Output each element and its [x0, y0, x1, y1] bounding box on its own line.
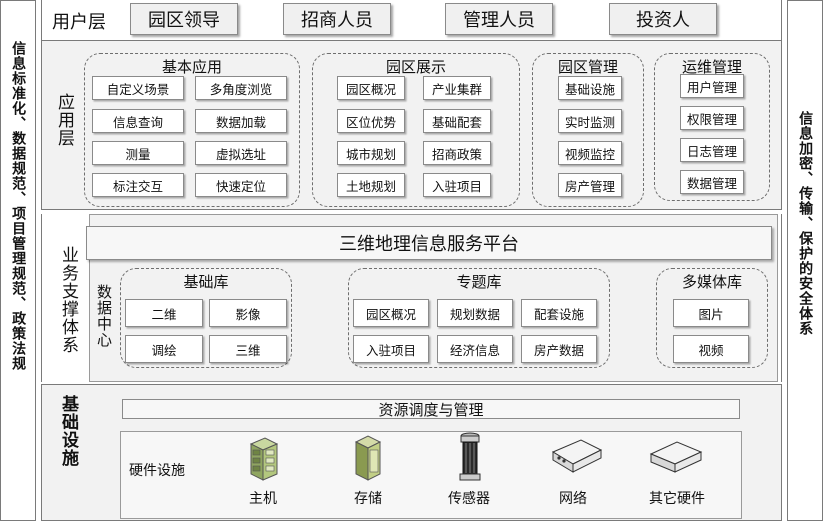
role-manager: 管理人员 — [445, 3, 553, 35]
data-center-label: 数据中心 — [95, 284, 113, 348]
role-investor: 投资人 — [609, 3, 717, 35]
app-layer: 应用层 基本应用 自定义场景 多角度浏览 信息查询 数据加载 测量 虚拟选址 标… — [41, 40, 782, 210]
group-basic-apps-title: 基本应用 — [161, 58, 222, 76]
app-button[interactable]: 虚拟选址 — [195, 141, 287, 165]
db-item[interactable]: 影像 — [209, 299, 287, 327]
server-icon — [249, 437, 279, 481]
hardware-title: 硬件设施 — [129, 463, 185, 479]
app-button[interactable]: 数据管理 — [680, 170, 744, 194]
db-item[interactable]: 园区概况 — [353, 299, 429, 327]
group-thematic-library: 专题库 园区概况 规划数据 配套设施 入驻项目 经济信息 房产数据 — [348, 268, 610, 368]
platform-bar: 三维地理信息服务平台 — [86, 226, 772, 260]
app-button[interactable]: 信息查询 — [92, 109, 184, 133]
app-button[interactable]: 园区概况 — [337, 76, 405, 100]
group-ops-management: 运维管理 用户管理 权限管理 日志管理 数据管理 — [654, 53, 770, 201]
app-button[interactable]: 权限管理 — [680, 106, 744, 130]
db-item[interactable]: 三维 — [209, 335, 287, 363]
role-investment-staff: 招商人员 — [283, 3, 391, 35]
hardware-label: 网络 — [559, 491, 587, 507]
support-layer-title: 业务支撑体系 — [58, 246, 78, 354]
user-layer: 用户层 园区领导 招商人员 管理人员 投资人 — [41, 0, 782, 40]
sensor-icon — [459, 432, 481, 481]
app-button[interactable]: 入驻项目 — [423, 173, 491, 197]
app-button[interactable]: 基础设施 — [558, 76, 622, 100]
storage-icon — [354, 435, 382, 481]
db-item[interactable]: 入驻项目 — [353, 335, 429, 363]
db-item[interactable]: 房产数据 — [521, 335, 597, 363]
left-sidebar-text: 信息标准化、数据规范、项目管理规范、政策法规 — [10, 41, 27, 371]
group-multimedia-library-title: 多媒体库 — [681, 273, 742, 291]
db-item[interactable]: 视频 — [673, 335, 749, 363]
app-layer-title: 应用层 — [54, 93, 74, 147]
db-item[interactable]: 调绘 — [125, 335, 203, 363]
network-icon — [551, 439, 603, 473]
app-button[interactable]: 土地规划 — [337, 173, 405, 197]
infra-layer-title: 基础设施 — [58, 395, 78, 467]
group-thematic-library-title: 专题库 — [456, 273, 502, 291]
app-button[interactable]: 自定义场景 — [92, 76, 184, 100]
hardware-label: 存储 — [354, 491, 382, 507]
db-item[interactable]: 配套设施 — [521, 299, 597, 327]
app-button[interactable]: 快速定位 — [195, 173, 287, 197]
hardware-label: 其它硬件 — [649, 491, 705, 507]
resource-bar: 资源调度与管理 — [122, 399, 740, 419]
group-park-display: 园区展示 园区概况 产业集群 区位优势 基础配套 城市规划 招商政策 土地规划 … — [312, 53, 520, 207]
app-button[interactable]: 招商政策 — [423, 141, 491, 165]
app-button[interactable]: 房产管理 — [558, 173, 622, 197]
group-park-management-title: 园区管理 — [557, 58, 618, 76]
app-button[interactable]: 区位优势 — [337, 109, 405, 133]
app-button[interactable]: 实时监测 — [558, 109, 622, 133]
infra-layer: 基础设施 资源调度与管理 硬件设施 主机 存储 — [41, 384, 782, 521]
app-button[interactable]: 城市规划 — [337, 141, 405, 165]
left-sidebar: 信息标准化、数据规范、项目管理规范、政策法规 — [0, 0, 36, 521]
app-button[interactable]: 日志管理 — [680, 138, 744, 162]
support-layer: 业务支撑体系 三维地理信息服务平台 数据中心 基础库 二维 影像 调绘 三维 专… — [41, 214, 782, 382]
app-button[interactable]: 数据加载 — [195, 109, 287, 133]
group-base-library-title: 基础库 — [183, 273, 229, 291]
group-park-management: 园区管理 基础设施 实时监测 视频监控 房产管理 — [532, 53, 644, 207]
right-sidebar: 信息加密、传输、保护的安全体系 — [787, 0, 823, 521]
app-button[interactable]: 用户管理 — [680, 74, 744, 98]
role-park-leader: 园区领导 — [130, 3, 238, 35]
group-base-library: 基础库 二维 影像 调绘 三维 — [120, 268, 292, 368]
group-park-display-title: 园区展示 — [385, 58, 446, 76]
db-item[interactable]: 经济信息 — [437, 335, 513, 363]
app-button[interactable]: 测量 — [92, 141, 184, 165]
group-basic-apps: 基本应用 自定义场景 多角度浏览 信息查询 数据加载 测量 虚拟选址 标注交互 … — [84, 53, 300, 207]
app-button[interactable]: 基础配套 — [423, 109, 491, 133]
app-button[interactable]: 标注交互 — [92, 173, 184, 197]
group-ops-management-title: 运维管理 — [681, 58, 742, 76]
hardware-label: 传感器 — [448, 491, 490, 507]
hardware-panel: 硬件设施 主机 存储 — [120, 431, 742, 519]
hardware-icon — [649, 441, 703, 473]
app-button[interactable]: 多角度浏览 — [195, 76, 287, 100]
app-button[interactable]: 产业集群 — [423, 76, 491, 100]
group-multimedia-library: 多媒体库 图片 视频 — [656, 268, 768, 368]
app-button[interactable]: 视频监控 — [558, 141, 622, 165]
user-layer-title: 用户层 — [52, 12, 106, 33]
db-item[interactable]: 图片 — [673, 299, 749, 327]
hardware-label: 主机 — [249, 491, 277, 507]
right-sidebar-text: 信息加密、传输、保护的安全体系 — [797, 111, 814, 336]
db-item[interactable]: 二维 — [125, 299, 203, 327]
db-item[interactable]: 规划数据 — [437, 299, 513, 327]
